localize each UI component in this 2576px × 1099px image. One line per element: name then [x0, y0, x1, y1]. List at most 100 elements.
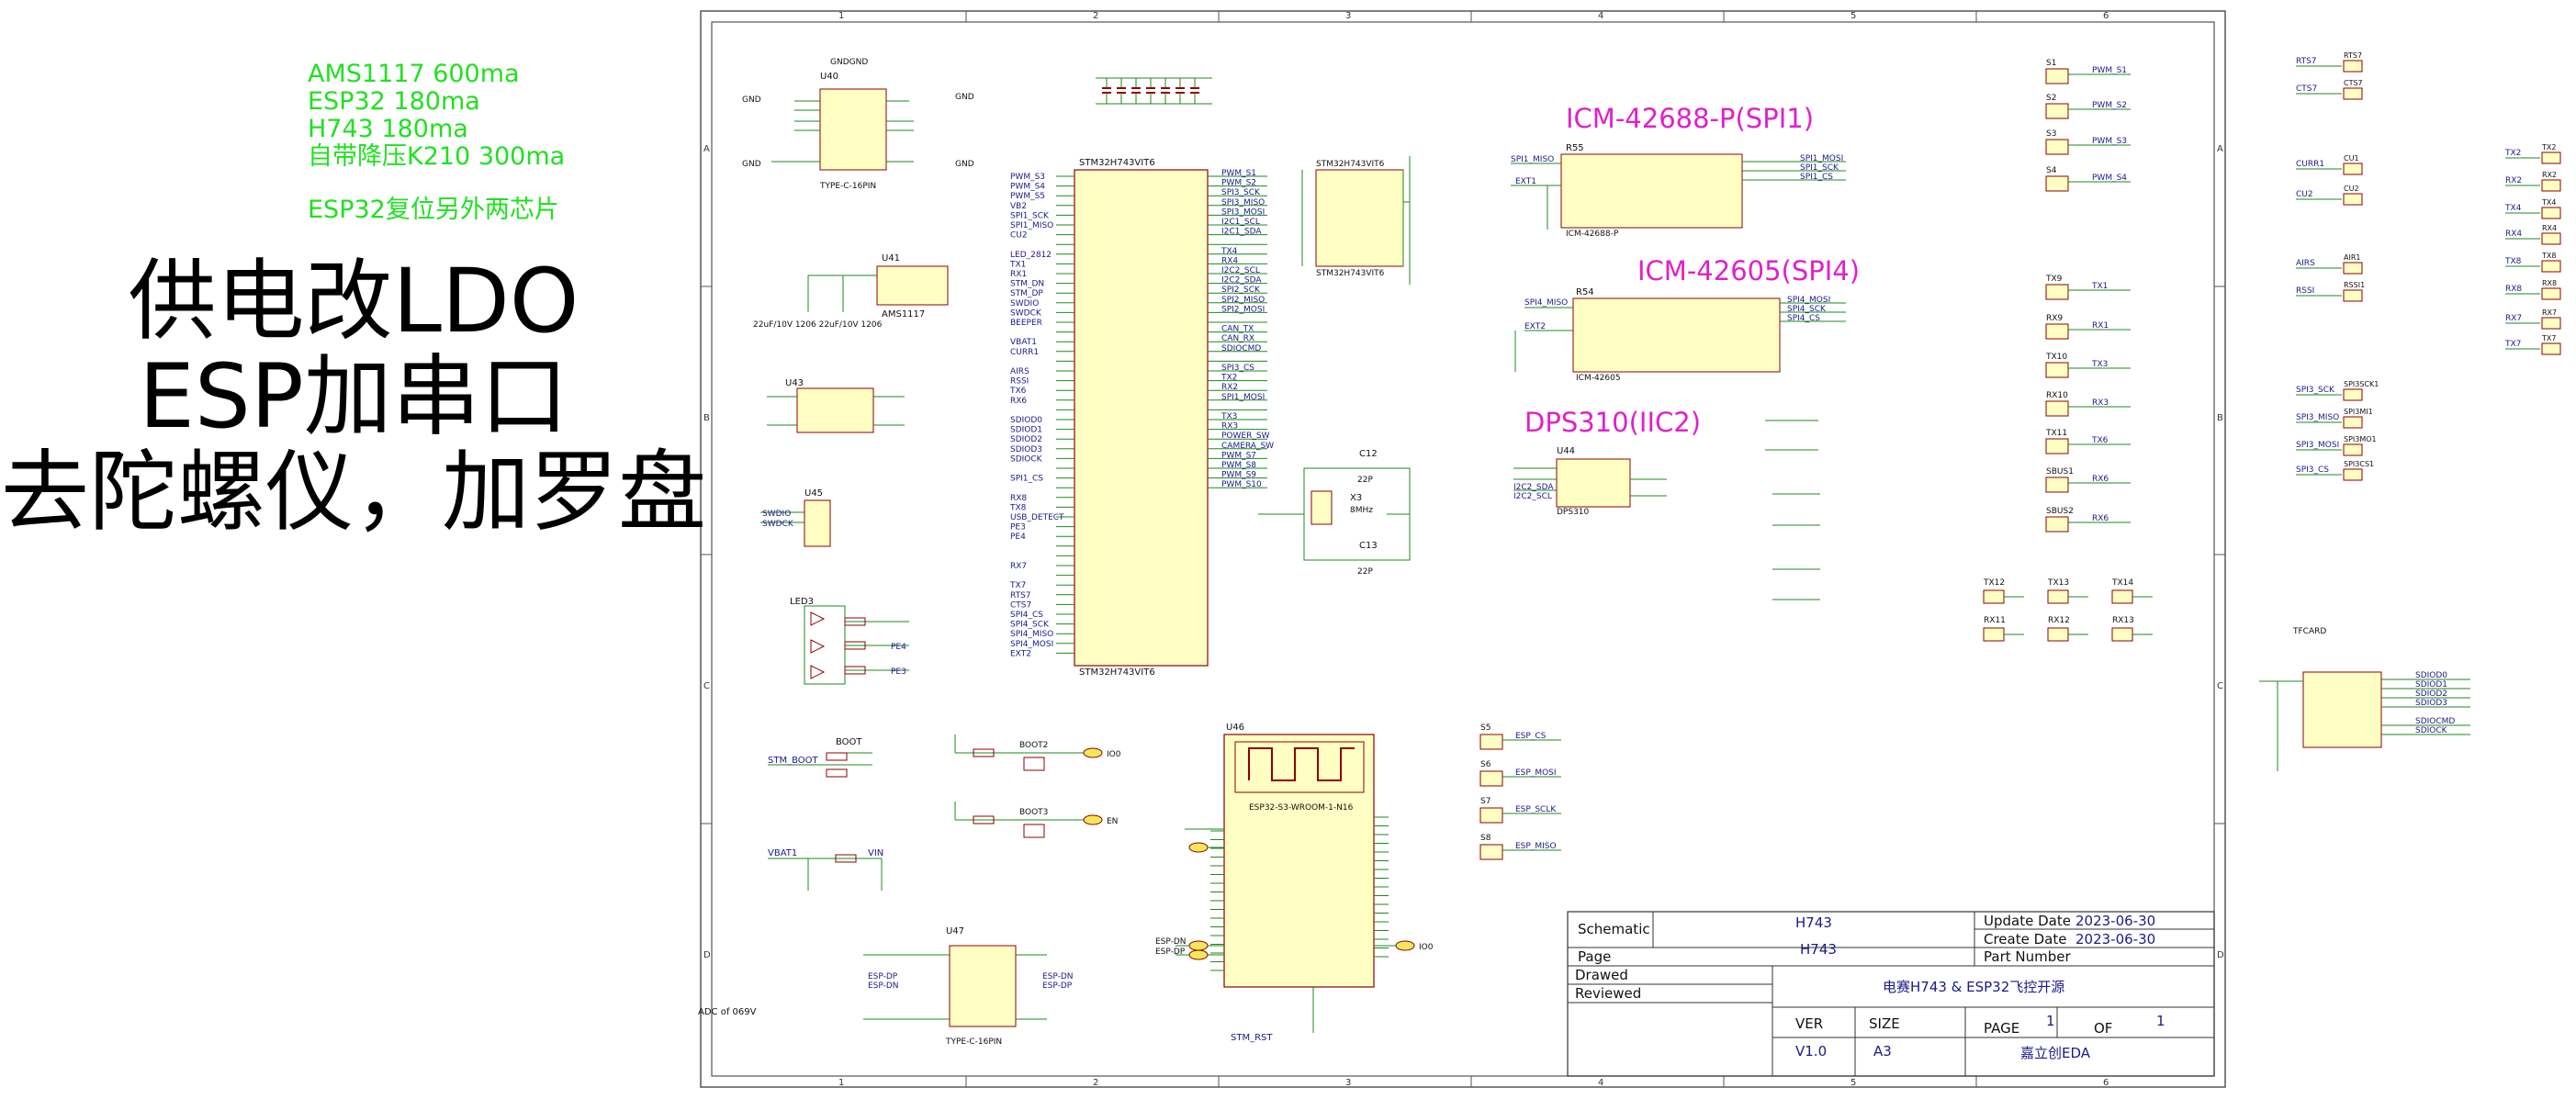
far-right-net: TX7: [2504, 340, 2521, 349]
svg-text:GNDGND: GNDGND: [830, 58, 868, 67]
far-right-body: [2541, 207, 2561, 219]
cap-groups: [1765, 420, 1820, 600]
far-right-body: [2541, 342, 2561, 355]
far-right-body: [2541, 260, 2561, 273]
row-label-right: D: [2217, 950, 2224, 960]
header-net: RX6: [2092, 514, 2109, 523]
mcu-ref-top: STM32H743VIT6: [1079, 158, 1155, 168]
esp-header-body: [1479, 844, 1503, 860]
frame-outer: [700, 10, 2226, 1088]
u47-ref: U47: [946, 926, 964, 936]
far-right-net: RX8: [2505, 285, 2522, 294]
tb-reviewed-label: Reviewed: [1575, 985, 1641, 1002]
imu2-part: ICM-42605: [1576, 374, 1621, 383]
right-port-net: CTS7: [2296, 84, 2317, 94]
mcu-left-net: RX8: [1010, 494, 1027, 503]
mcu-left-net: RSSI: [1010, 377, 1029, 387]
svg-text:SDIOD3: SDIOD3: [2415, 699, 2447, 708]
mcu-right-net: SDIOCMD: [1221, 344, 1261, 353]
far-right-ref: RX4: [2542, 224, 2557, 232]
tb-pageno-label: PAGE: [1984, 1020, 2019, 1037]
right-port-body: [2343, 443, 2363, 456]
col-label-bottom: 4: [1598, 1078, 1603, 1088]
mcu-left-net: RX7: [1010, 562, 1027, 571]
mcu-left-net: SPI4_SCK: [1010, 621, 1050, 630]
right-port-net: RTS7: [2296, 57, 2317, 66]
mcu-ref-bottom: STM32H743VIT6: [1079, 667, 1155, 678]
tb-page-value: H743: [1800, 941, 1837, 958]
mcu-left-net: SDIOD0: [1010, 416, 1042, 425]
txrx-ref: TX12: [1983, 578, 2005, 588]
row-label-right: C: [2217, 681, 2223, 691]
mcu-left-net: PE3: [1010, 523, 1026, 533]
u47-type: TYPE-C-16PIN: [945, 1037, 1002, 1047]
c13-ref: C13: [1359, 541, 1378, 551]
tb-size-value: A3: [1873, 1043, 1892, 1060]
svg-text:GND: GND: [955, 93, 974, 102]
imu2-heading: ICM-42605(SPI4): [1637, 255, 1861, 286]
esp-dp-left: ESP-DP: [868, 972, 898, 981]
far-right-body: [2541, 232, 2561, 245]
col-label-top: 5: [1850, 11, 1856, 21]
io0-label-mod: IO0: [1419, 943, 1434, 952]
far-right-body: [2541, 151, 2561, 164]
mcu-left-net: PWM_S3: [1010, 173, 1045, 182]
tb-of-label: OF: [2094, 1020, 2112, 1037]
imu1-heading: ICM-42688-P(SPI1): [1566, 103, 1815, 134]
esp-header-body: [1479, 734, 1503, 750]
x3-freq: 8MHz: [1350, 506, 1373, 515]
far-right-body: [2541, 287, 2561, 300]
svg-text:SPI4_SCK: SPI4_SCK: [1787, 305, 1827, 314]
header-body: [2045, 438, 2069, 454]
right-port-ref: RTS7: [2344, 51, 2362, 60]
tb-ver-value: V1.0: [1795, 1043, 1827, 1060]
u46-ref: U46: [1226, 723, 1244, 733]
esp-header-body: [1479, 770, 1503, 787]
right-port-ref: SPI3MI1: [2344, 408, 2373, 416]
col-label-top: 2: [1093, 11, 1098, 21]
header-ref: TX11: [2045, 429, 2067, 438]
row-label-right: B: [2217, 413, 2223, 423]
mcu-right-net: SPI3_MISO: [1221, 198, 1265, 207]
u43-ref: U43: [785, 378, 804, 388]
row-label-right: A: [2217, 144, 2223, 154]
vin-net: VIN: [868, 848, 883, 858]
mcu-left-net: VBAT1: [1010, 338, 1037, 347]
far-right-ref: RX8: [2542, 279, 2557, 287]
tb-project-title: 电赛H743 & ESP32飞控开源: [1883, 979, 2064, 995]
right-port-ref: AIR1: [2344, 253, 2360, 262]
imu1-part: ICM-42688-P: [1566, 230, 1619, 239]
mcu-right-net: I2C2_SDA: [1221, 276, 1262, 286]
mcu-left-net: PWM_S5: [1010, 192, 1045, 201]
cap-pair-label: 22uF/10V 1206 22uF/10V 1206: [753, 320, 883, 330]
header-net: PWM_S3: [2092, 137, 2127, 146]
far-right-net: RX2: [2505, 176, 2522, 185]
right-port-body: [2343, 87, 2363, 100]
svg-text:I2C2_SDA: I2C2_SDA: [1513, 483, 1554, 492]
bypass-caps: [1096, 77, 1212, 105]
esp-dp-right: ESP-DP: [1042, 981, 1073, 991]
ldo-u41: U41 AMS1117 22uF/10V 1206 22uF/10V 1206: [753, 253, 949, 330]
svg-text:SDIOD0: SDIOD0: [2415, 671, 2447, 680]
svg-text:SDIOD1: SDIOD1: [2415, 680, 2447, 690]
header-net: RX1: [2092, 321, 2109, 331]
mcu-right-net: TX4: [1221, 247, 1238, 256]
mcu-right-net: PWM_S8: [1221, 461, 1256, 470]
far-right-ref: TX2: [2541, 143, 2556, 151]
boot-label: BOOT: [836, 737, 862, 747]
txrx-body: [2047, 589, 2069, 604]
mcu-power-block: STM32H743VIT6 STM32H743VIT6: [1301, 156, 1411, 285]
u46-part: ESP32-S3-WROOM-1-N16: [1249, 803, 1354, 813]
tb-schematic-value: H743: [1795, 914, 1832, 931]
mcu-left-net: STM_DP: [1010, 289, 1043, 298]
stm-rst-esp: STM_RST: [1231, 1033, 1273, 1043]
far-right-ref: TX4: [2541, 198, 2556, 207]
mcu-left-net: SDIOD1: [1010, 426, 1042, 435]
far-right-net: TX8: [2504, 257, 2522, 266]
mcu-right-net: SPI3_MOSI: [1221, 207, 1265, 217]
mcu-left-net: TX7: [1009, 581, 1026, 590]
col-label-bottom: 1: [838, 1078, 844, 1088]
